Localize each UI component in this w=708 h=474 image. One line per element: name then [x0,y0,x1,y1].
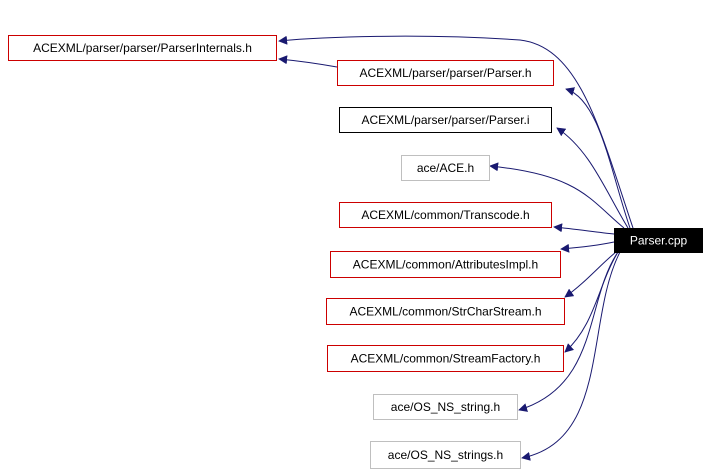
node-box [614,228,703,253]
node-box [339,202,552,228]
file-nodes: Parser.cpp ACEXML/parser/parser/ParserInt… [8,35,703,469]
node-attributes-impl-h[interactable]: ACEXML/common/AttributesImpl.h [330,251,561,278]
edge-parser-cpp-to-attributes-impl-h [560,241,615,253]
node-label: ACEXML/common/StrCharStream.h [349,305,541,319]
node-box [330,251,561,278]
edge-parser-cpp-to-str-char-stream-h [564,251,617,298]
node-label: ACEXML/common/Transcode.h [361,208,529,222]
edge-parser-h-to-parser-internals [278,55,338,68]
node-str-char-stream-h[interactable]: ACEXML/common/StrCharStream.h [326,298,565,325]
edge-parser-cpp-to-parser-internals [278,35,634,229]
node-parser-h[interactable]: ACEXML/parser/parser/Parser.h [337,60,554,86]
node-box [327,345,564,372]
node-label: ace/OS_NS_strings.h [388,448,503,462]
node-transcode-h[interactable]: ACEXML/common/Transcode.h [339,202,552,228]
node-ace-h[interactable]: ace/ACE.h [401,155,490,181]
edge-parser-cpp-to-os-ns-strings-h [521,251,621,461]
node-os-ns-string-h[interactable]: ace/OS_NS_string.h [373,394,518,420]
node-box [373,394,518,420]
node-box [8,35,277,61]
node-label: ACEXML/parser/parser/Parser.i [361,113,529,127]
node-box [339,107,552,133]
edge-parser-cpp-to-transcode-h [553,223,615,235]
edge-parser-cpp-to-parser-i [556,127,629,229]
node-label: ACEXML/parser/parser/ParserInternals.h [33,41,252,55]
node-label: ACEXML/common/StreamFactory.h [351,352,541,366]
node-parser-i[interactable]: ACEXML/parser/parser/Parser.i [339,107,552,133]
node-parser-internals[interactable]: ACEXML/parser/parser/ParserInternals.h [8,35,277,61]
node-label: ace/OS_NS_string.h [391,400,500,414]
node-stream-factory-h[interactable]: ACEXML/common/StreamFactory.h [327,345,564,372]
node-box [337,60,554,86]
node-parser-cpp: Parser.cpp [614,228,703,253]
dependency-edges [278,35,634,461]
node-os-ns-strings-h[interactable]: ace/OS_NS_strings.h [370,441,521,469]
node-box [370,441,521,469]
node-label: Parser.cpp [630,234,688,248]
edge-parser-cpp-to-ace-h [489,162,625,229]
node-box [401,155,490,181]
edge-parser-cpp-to-os-ns-string-h [518,251,619,412]
node-box [326,298,565,325]
node-label: ace/ACE.h [417,161,474,175]
node-label: ACEXML/common/AttributesImpl.h [353,258,538,272]
edge-parser-cpp-to-parser-h [565,87,631,229]
node-label: ACEXML/parser/parser/Parser.h [359,66,531,80]
